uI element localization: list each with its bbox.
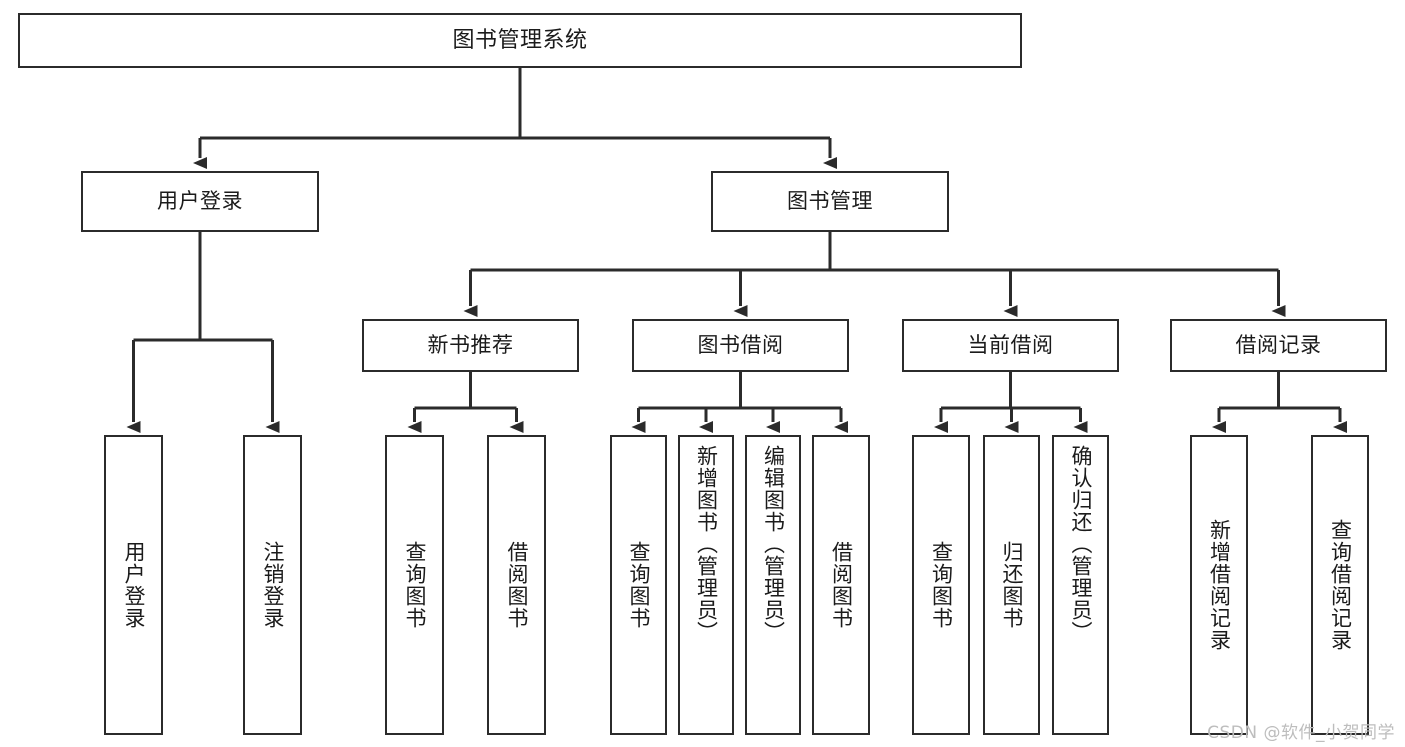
node-leaf-borrow-book-2[interactable]: 借阅图书 [812, 435, 870, 735]
node-leaf-return-book-label: 归还图书 [999, 541, 1024, 629]
node-book-borrow[interactable]: 图书借阅 [632, 319, 849, 372]
node-root[interactable]: 图书管理系统 [18, 13, 1022, 68]
node-leaf-query-book-3-label: 查询图书 [929, 541, 954, 629]
node-leaf-edit-book-label: 编辑图书（管理员） [761, 445, 786, 643]
node-leaf-confirm-return-label: 确认归还（管理员） [1068, 445, 1093, 643]
node-leaf-query-book-2[interactable]: 查询图书 [610, 435, 667, 735]
node-current-borrow-label: 当前借阅 [967, 333, 1054, 358]
node-leaf-return-book[interactable]: 归还图书 [983, 435, 1040, 735]
node-leaf-add-book[interactable]: 新增图书（管理员） [678, 435, 734, 735]
node-book-borrow-label: 图书借阅 [697, 333, 784, 358]
node-user-login-label: 用户登录 [157, 189, 243, 214]
node-borrow-record[interactable]: 借阅记录 [1170, 319, 1387, 372]
node-leaf-user-login-label: 用户登录 [121, 541, 146, 629]
node-root-label: 图书管理系统 [452, 27, 588, 53]
node-leaf-add-record[interactable]: 新增借阅记录 [1190, 435, 1248, 735]
node-leaf-add-record-label: 新增借阅记录 [1207, 519, 1232, 651]
node-leaf-logout-label: 注销登录 [260, 541, 285, 629]
node-leaf-logout[interactable]: 注销登录 [243, 435, 302, 735]
node-leaf-query-book-2-label: 查询图书 [626, 541, 651, 629]
node-leaf-confirm-return[interactable]: 确认归还（管理员） [1052, 435, 1109, 735]
node-leaf-user-login[interactable]: 用户登录 [104, 435, 163, 735]
node-leaf-query-book-3[interactable]: 查询图书 [912, 435, 970, 735]
node-new-book-rec[interactable]: 新书推荐 [362, 319, 579, 372]
node-new-book-rec-label: 新书推荐 [427, 333, 514, 358]
node-current-borrow[interactable]: 当前借阅 [902, 319, 1119, 372]
node-leaf-borrow-book-1[interactable]: 借阅图书 [487, 435, 546, 735]
node-leaf-query-record-label: 查询借阅记录 [1328, 519, 1353, 651]
node-borrow-record-label: 借阅记录 [1235, 333, 1322, 358]
node-book-manage[interactable]: 图书管理 [711, 171, 949, 232]
node-leaf-edit-book[interactable]: 编辑图书（管理员） [745, 435, 801, 735]
node-leaf-borrow-book-2-label: 借阅图书 [829, 541, 854, 629]
node-book-manage-label: 图书管理 [787, 189, 873, 214]
node-leaf-query-book-1-label: 查询图书 [402, 541, 427, 629]
node-leaf-add-book-label: 新增图书（管理员） [694, 445, 719, 643]
watermark: CSDN @软件_小贺同学 [1207, 723, 1395, 743]
node-leaf-borrow-book-1-label: 借阅图书 [504, 541, 529, 629]
node-user-login[interactable]: 用户登录 [81, 171, 319, 232]
node-leaf-query-book-1[interactable]: 查询图书 [385, 435, 444, 735]
node-leaf-query-record[interactable]: 查询借阅记录 [1311, 435, 1369, 735]
